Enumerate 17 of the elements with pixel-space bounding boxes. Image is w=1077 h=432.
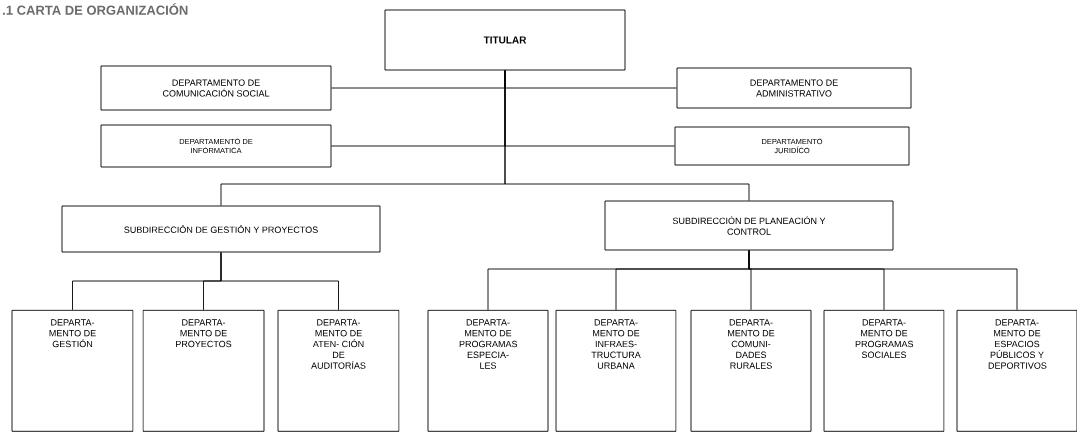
department-box: DEPARTA- MENTO DE INFRAES- TRUCTURA URBANA: [555, 309, 677, 432]
connector-line: [504, 70, 750, 201]
department-box: DEPARTA- MENTO DE ESPACIOS PÚBLICOS Y DEPORTIVOS: [956, 309, 1077, 432]
head-box: TITULAR: [384, 9, 626, 71]
connector-line: [748, 250, 1018, 311]
department-box: DEPARTA- MENTO DE PROGRAMAS ESPECIA-LES: [427, 309, 549, 432]
department-box: DEPARTA- MENTO DE ATEN- CIÓN DE AUDITORÍAS: [277, 309, 400, 432]
department-box: DEPARTAMENTO DE ADMINISTRATIVO: [676, 67, 912, 109]
department-box: DEPARTA- MENTO DE PROGRAMAS SOCIALES: [823, 309, 945, 432]
department-box: DEPARTAMENTO DE COMUNICACIÓN SOCIAL: [100, 65, 332, 111]
connector-line: [220, 252, 339, 311]
subdirection-box: SUBDIRECCIÓN DE PLANEACIÓN Y CONTROL: [604, 200, 894, 251]
department-box: DEPARTA- MENTO DE COMUNI- DADES RURALES: [690, 309, 812, 432]
heading: .1 CARTA DE ORGANIZACIÓN: [3, 3, 188, 15]
subdirection-box: SUBDIRECCIÓN DE GESTIÓN Y PROYECTOS: [61, 205, 381, 253]
department-box: DEPARTA- MENTO DE PROYECTOS: [142, 309, 265, 432]
department-box: DEPARTA- MENTO DE GESTIÓN: [11, 309, 134, 432]
